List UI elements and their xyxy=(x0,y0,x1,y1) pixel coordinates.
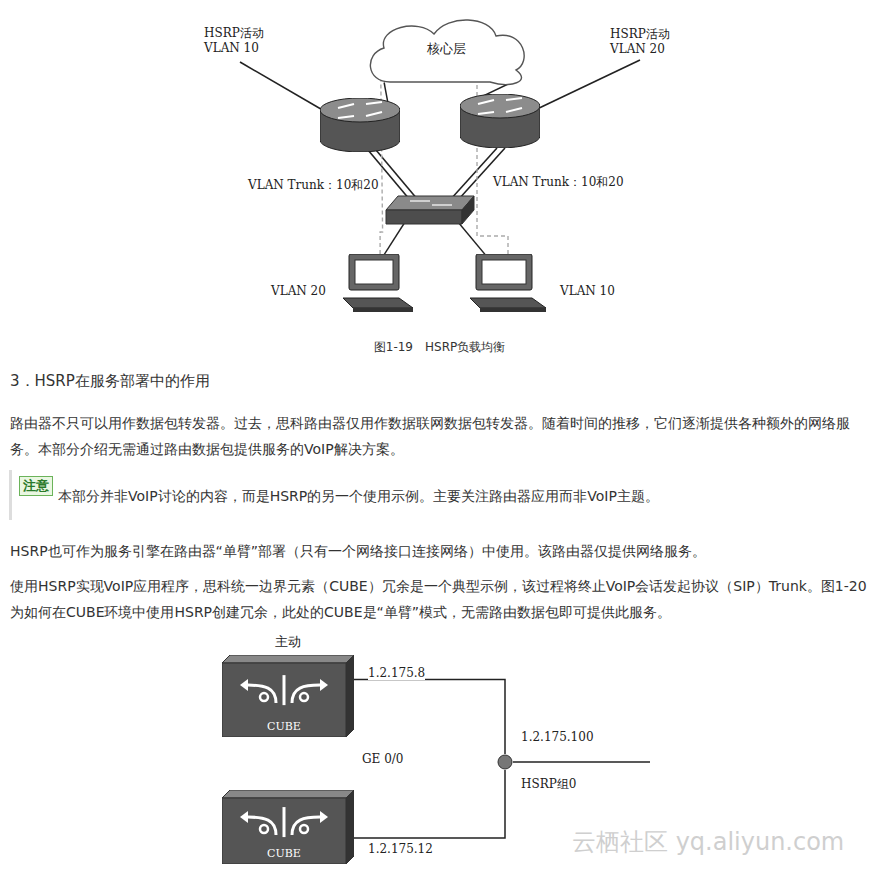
router-arrow xyxy=(506,98,522,100)
cube-icon xyxy=(260,693,268,701)
cube-node: 主动CUBE xyxy=(222,655,354,737)
paragraph: HSRP也可作为服务引擎在路由器“单臂”部署（只有一个网络接口连接网络）中使用。… xyxy=(10,538,872,564)
node-shape xyxy=(470,254,546,312)
paragraph: 路由器不只可以用作数据包转发器。过去，思科路由器仅用作数据联网数据包转发器。随着… xyxy=(10,410,872,462)
router-arrow xyxy=(338,104,354,108)
cube-front xyxy=(222,663,346,737)
router-arrow xyxy=(366,102,382,104)
link-line xyxy=(354,680,505,754)
cube-icon xyxy=(240,811,248,823)
link-line xyxy=(354,770,505,838)
cube-top xyxy=(222,790,354,798)
trunk-label: VLAN Trunk：10和20 xyxy=(493,174,624,191)
trunk-label: VLAN Trunk：10和20 xyxy=(248,177,379,194)
router-node: HSRP活动 VLAN 20 xyxy=(460,94,540,148)
router-arrow xyxy=(366,112,382,116)
note-bar xyxy=(9,470,12,520)
cube-icon xyxy=(283,675,286,705)
cube-front xyxy=(222,798,346,864)
pc-node: VLAN 10 xyxy=(470,254,546,312)
access-line xyxy=(458,222,488,258)
cube-icon xyxy=(300,693,308,701)
section-heading: 3．HSRP在服务部署中的作用 xyxy=(10,372,210,391)
traffic-path xyxy=(380,63,383,254)
paragraph: 使用HSRP实现VoIP应用程序，思科统一边界元素（CUBE）冗余是一个典型示例… xyxy=(10,573,872,625)
pc-node: VLAN 20 xyxy=(343,254,413,312)
router-arrow xyxy=(506,108,522,112)
monitor xyxy=(349,254,399,290)
switch-top xyxy=(386,196,474,210)
vip-label: 1.2.175.100 xyxy=(521,730,594,744)
cube-label: CUBE xyxy=(222,720,346,733)
keyboard xyxy=(470,298,546,308)
screen xyxy=(355,260,393,284)
link-line xyxy=(535,60,640,110)
note-badge: 注意 xyxy=(19,476,53,496)
ip-label: 1.2.175.8 xyxy=(368,666,425,680)
router-label: HSRP活动 VLAN 10 xyxy=(204,26,276,56)
interface-label: GE 0/0 xyxy=(362,752,403,766)
cloud-node: 核心层 xyxy=(360,12,532,94)
switch-arrow xyxy=(410,200,430,201)
switch-side xyxy=(462,196,474,224)
access-line xyxy=(382,222,405,258)
cube-top xyxy=(222,655,354,663)
note-text: 本部分并非VoIP讨论的内容，而是HSRP的另一个使用示例。主要关注路由器应用而… xyxy=(58,486,868,506)
cube-side xyxy=(346,790,354,864)
router-arrow xyxy=(338,116,354,118)
node-shape xyxy=(460,94,540,148)
cube-icon xyxy=(260,825,268,833)
cloud-label: 核心层 xyxy=(360,40,532,58)
switch-arrow xyxy=(432,204,452,205)
node-shape xyxy=(343,254,413,312)
router-node: HSRP活动 VLAN 10 xyxy=(320,98,400,152)
cube-side xyxy=(346,655,354,737)
cube-icon xyxy=(248,817,276,835)
keyboard-front xyxy=(480,308,546,312)
router-top xyxy=(320,98,400,122)
group-label: HSRP组0 xyxy=(521,776,576,793)
cube-icon xyxy=(320,811,328,823)
cube-icon xyxy=(240,679,248,691)
figure-caption: 图1-19 HSRP负载均衡 xyxy=(374,339,505,356)
cube-icon xyxy=(283,807,286,837)
traffic-path xyxy=(477,63,508,254)
watermark: 云栖社区 yq.aliyun.com xyxy=(572,826,844,858)
pc-label: VLAN 10 xyxy=(560,284,615,298)
ip-label: 1.2.175.12 xyxy=(368,842,433,856)
node-shape xyxy=(320,98,400,152)
caption-wrap: 图1-19 HSRP负载均衡 xyxy=(0,336,879,356)
trunk-line xyxy=(450,148,497,200)
cube-node: CUBE xyxy=(222,790,354,864)
cube-heading: 主动 xyxy=(222,633,354,651)
pc-label: VLAN 20 xyxy=(271,284,326,298)
hsrp-dot xyxy=(498,755,512,769)
router-arrow xyxy=(478,100,494,104)
router-top xyxy=(460,94,540,118)
cube-icon xyxy=(248,685,276,703)
cube-icon xyxy=(292,685,320,703)
monitor xyxy=(476,254,532,290)
node-shape xyxy=(497,754,513,770)
uplink-line xyxy=(513,761,650,762)
router-arrow xyxy=(478,112,494,114)
hsrp-group-node: 1.2.175.100HSRP组0 xyxy=(497,754,513,770)
keyboard xyxy=(343,298,413,308)
router-label: HSRP活动 VLAN 20 xyxy=(610,27,682,57)
switch-front xyxy=(386,210,462,224)
cube-icon xyxy=(320,679,328,691)
link-line xyxy=(240,62,326,112)
cube-label: CUBE xyxy=(222,847,346,860)
cube-icon xyxy=(292,817,320,835)
keyboard-front xyxy=(353,308,413,312)
screen xyxy=(482,260,526,284)
cube-icon xyxy=(300,825,308,833)
switch-icon xyxy=(386,196,474,224)
